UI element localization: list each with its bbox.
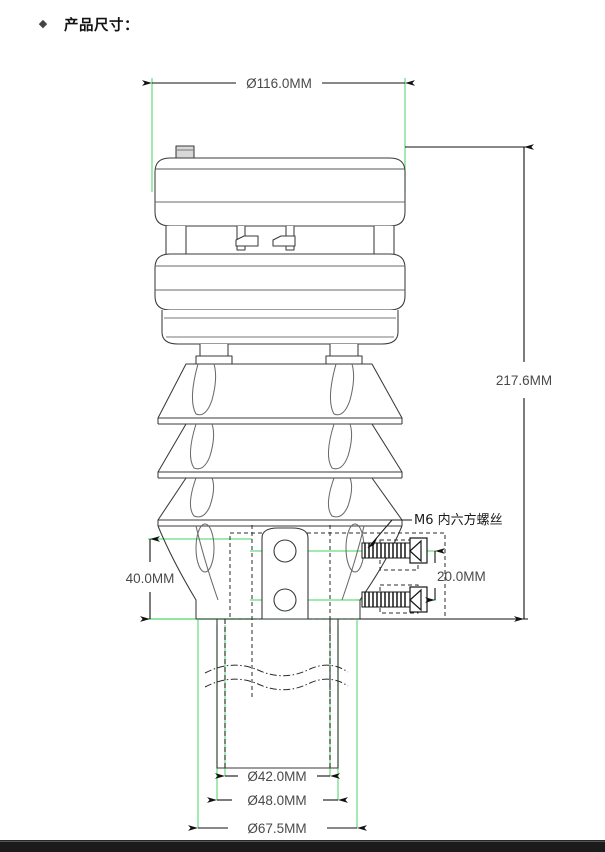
break-line-upper: [204, 664, 349, 677]
skirt-left-2: [195, 525, 219, 601]
screw-lower: [361, 586, 428, 613]
dimension-overall-height: 217.6MM: [360, 144, 552, 622]
dimension-label-overall-diameter: Ø116.0MM: [246, 76, 312, 91]
callout-m6-screw: M6 内六方螺丝: [367, 512, 503, 549]
mounting-pole: [204, 619, 349, 769]
louver-2-arc-r: [327, 423, 353, 470]
louver-3-arc-l: [189, 477, 215, 518]
upper-disc: [154, 157, 406, 227]
screw-upper: [361, 537, 428, 564]
mounting-bracket: [261, 527, 309, 620]
dimension-label-screw-spacing: 20.0MM: [437, 569, 486, 584]
dimension-overall-diameter: Ø116.0MM: [142, 76, 415, 91]
shield-stub-left: [199, 344, 229, 357]
taper-collar: [161, 310, 399, 345]
dimension-label-overall-height: 217.6MM: [496, 373, 552, 388]
louver-plate-3: [157, 477, 403, 521]
vent-right: [345, 523, 365, 573]
louver-1-arc-l: [191, 363, 217, 416]
bracket-hole-lower: [273, 588, 297, 612]
bracket-hole-upper: [273, 539, 297, 563]
vent-left: [195, 523, 215, 573]
dimension-label-base-diameter: Ø67.5MM: [247, 821, 306, 836]
support-post-right: [373, 226, 395, 259]
skirt-left: [157, 525, 197, 619]
page-title: 产品尺寸：: [64, 17, 139, 34]
sensor-body-outline: [154, 145, 406, 365]
break-line-lower: [204, 678, 349, 691]
shield-stub-right: [329, 344, 359, 357]
dimension-label-inner-tube: Ø42.0MM: [247, 769, 306, 784]
louver-plate-2: [157, 423, 403, 473]
bullet-icon: ◆: [38, 18, 48, 30]
lower-disc: [154, 253, 406, 311]
shield-collar-left: [195, 355, 233, 365]
louver-2-arc-l: [189, 423, 215, 470]
radiation-shield: [157, 363, 403, 527]
dimension-base-diameter: Ø67.5MM: [188, 821, 367, 836]
top-tab: [175, 145, 195, 159]
dimension-inner-tube: Ø42.0MM: [215, 769, 340, 784]
skirt-right: [359, 525, 403, 619]
dimension-screw-spacing: 20.0MM: [425, 548, 486, 603]
callout-label-m6-screw: M6 内六方螺丝: [414, 512, 503, 528]
dimension-label-outer-tube: Ø48.0MM: [247, 793, 306, 808]
dimension-label-bracket-height: 40.0MM: [126, 571, 175, 586]
page-header: ◆ 产品尺寸：: [0, 0, 605, 48]
louver-1-arc-r: [329, 363, 355, 416]
footer-divider: [0, 841, 605, 852]
pole-outer: [216, 619, 339, 769]
louver-3-arc-r: [327, 477, 353, 518]
dimension-bracket-height: 40.0MM: [126, 536, 175, 622]
shield-collar-right: [325, 355, 363, 365]
support-post-left: [165, 226, 187, 259]
dimension-outer-tube: Ø48.0MM: [207, 793, 348, 808]
skirt-right-2: [341, 525, 365, 601]
